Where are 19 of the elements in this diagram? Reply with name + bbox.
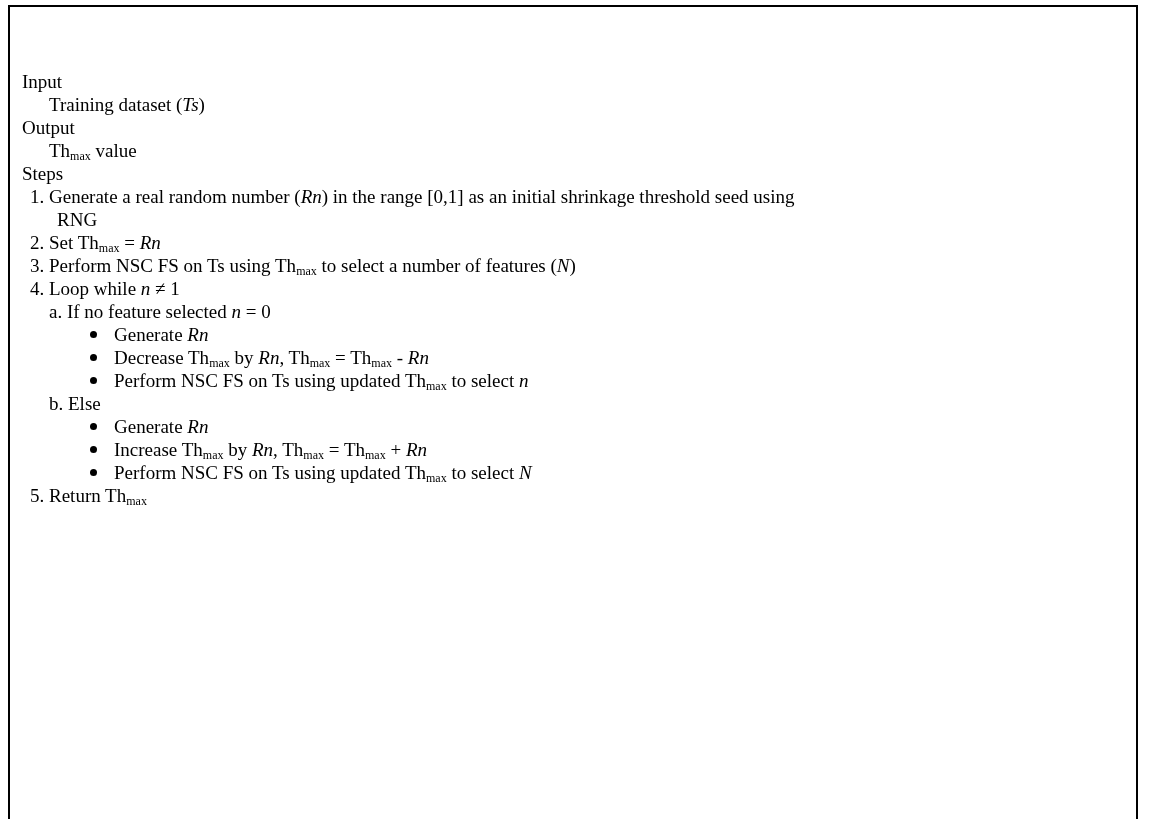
step-text: Generate Rn: [114, 415, 209, 438]
step-text: Generate Rn: [114, 323, 209, 346]
step-text: 2. Set Th$_{max}$ = Rn: [30, 231, 161, 254]
heading: Output: [22, 116, 75, 139]
step-text: 1. Generate a real random number (Rn) in the range [0,1] as an initial shrinkage threshold seed using RNG: [30, 185, 796, 231]
step-text: 5. Return Th$_{max}$: [30, 484, 147, 507]
step-text: 4. Loop while n ≠ 1: [30, 277, 180, 300]
input-text: Training dataset (Ts): [49, 93, 205, 116]
step-text: Increase Th$_{max}$ by Rn, Th$_{max}$ = Th$_{max}$ + Rn: [114, 438, 427, 461]
step-text: Decrease Th$_{max}$ by Rn, Th$_{max}$ = Th$_{max}$ - Rn: [114, 346, 429, 369]
algorithm-box: [8, 5, 1138, 819]
step-text: b. Else: [49, 392, 101, 415]
heading: Input: [22, 70, 63, 93]
step-text: a. If no feature selected n = 0: [49, 300, 271, 323]
step-text: 3. Perform NSC FS on Ts using Th$_{max}$ to select a number of features (N): [30, 254, 576, 277]
heading: Steps: [22, 162, 64, 185]
step-text: Perform NSC FS on Ts using updated Th$_{max}$ to select N: [114, 461, 532, 484]
step-text: Perform NSC FS on Ts using updated Th$_{max}$ to select n: [114, 369, 529, 392]
output-text: Th$_{max}$ value: [49, 139, 137, 162]
